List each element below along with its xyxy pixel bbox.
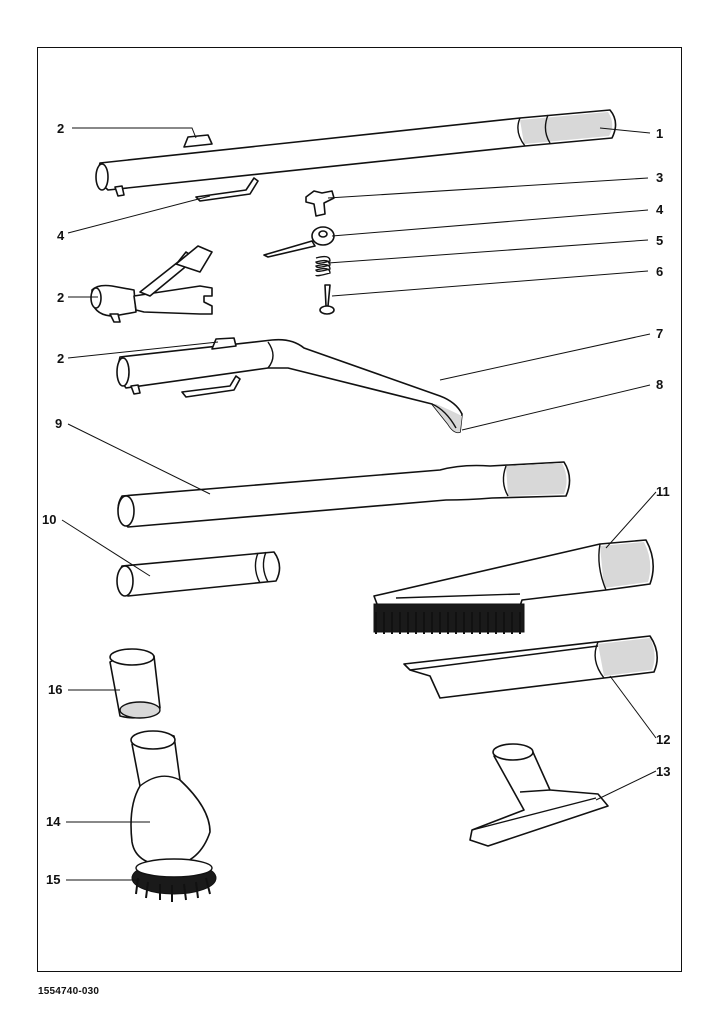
callout-16: 16 bbox=[48, 682, 62, 697]
drawing-code: 1554740-030 bbox=[38, 986, 100, 997]
callout-14: 14 bbox=[46, 814, 61, 829]
drawing-frame bbox=[37, 47, 682, 972]
part-15-bristle-ring bbox=[131, 858, 217, 902]
callout-4-left: 4 bbox=[57, 228, 65, 243]
callout-8: 8 bbox=[656, 377, 663, 392]
callout-15: 15 bbox=[46, 872, 60, 887]
part-14-round-brush-body bbox=[130, 730, 211, 867]
callout-9: 9 bbox=[55, 416, 62, 431]
callout-12: 12 bbox=[656, 732, 670, 747]
part-3-latch-key bbox=[305, 190, 335, 217]
part-12-crevice-tool bbox=[403, 635, 658, 699]
brush-11-bristles bbox=[373, 603, 525, 634]
callout-4-right: 4 bbox=[656, 202, 664, 217]
part-11-brush-nozzle bbox=[373, 539, 654, 634]
part-7-bent-handle bbox=[116, 337, 463, 434]
callout-10: 10 bbox=[42, 512, 56, 527]
callout-3: 3 bbox=[656, 170, 663, 185]
part-5-spring bbox=[315, 255, 331, 277]
callout-7: 7 bbox=[656, 326, 663, 341]
callout-13: 13 bbox=[656, 764, 670, 779]
callout-labels: 2 1 4 3 4 5 6 2 2 7 8 9 10 11 12 13 16 1… bbox=[42, 121, 670, 887]
callout-2-middle: 2 bbox=[57, 290, 64, 305]
part-16-adapter-ring bbox=[109, 648, 161, 719]
part-1-handle-tube bbox=[95, 109, 617, 202]
leader-lines bbox=[61, 127, 657, 881]
callout-2-bottom: 2 bbox=[57, 351, 64, 366]
callout-1: 1 bbox=[656, 126, 663, 141]
part-4-latch-lever bbox=[263, 226, 335, 258]
part-10-short-tube bbox=[116, 551, 281, 597]
callout-11: 11 bbox=[656, 484, 670, 499]
part-2-latch-clip bbox=[90, 245, 213, 323]
part-9-extension-tube bbox=[117, 461, 571, 528]
callout-2-top: 2 bbox=[57, 121, 64, 136]
callout-5: 5 bbox=[656, 233, 663, 248]
part-6-screw bbox=[319, 284, 335, 315]
callout-6: 6 bbox=[656, 264, 663, 279]
part-13-floor-nozzle bbox=[469, 743, 609, 847]
